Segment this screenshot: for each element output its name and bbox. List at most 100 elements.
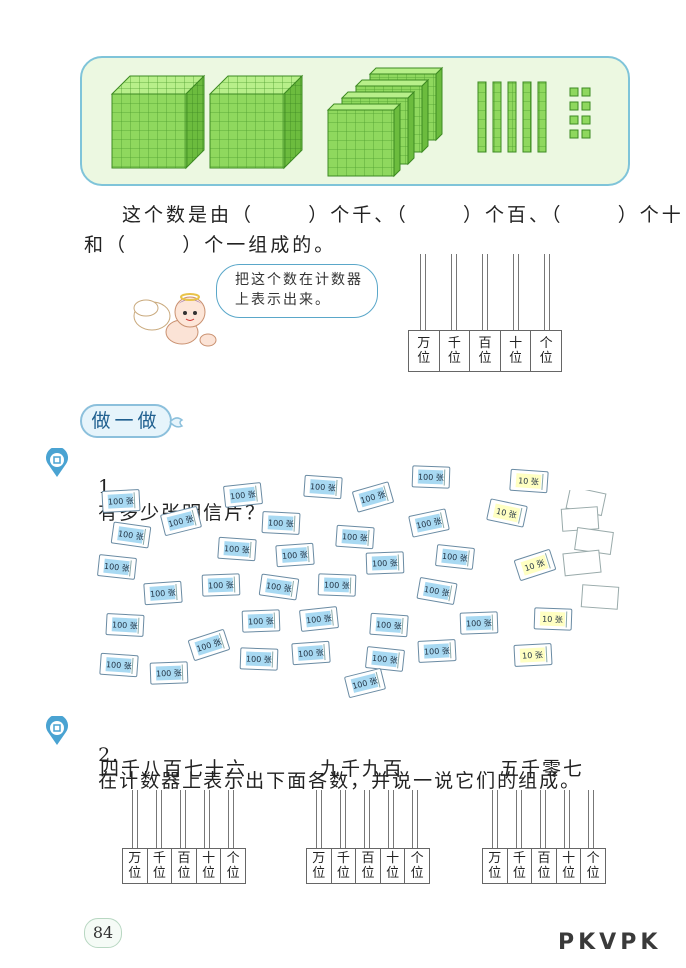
- bundle-100: 100 张: [99, 652, 139, 678]
- number-word-3: 五千零七: [500, 758, 585, 780]
- place-label-ones: 个位: [226, 851, 240, 881]
- location-pin-icon: [46, 448, 68, 477]
- place-label-thousands: 千位: [440, 331, 471, 371]
- place-label-tens: 十位: [557, 849, 582, 883]
- place-label-hundreds: 百位: [356, 849, 381, 883]
- place-value-counter-b: 万位 千位 百位 十位 个位: [306, 790, 430, 884]
- place-labels: 万位 千位 百位 十位 个位: [408, 330, 562, 372]
- bundle-100: 100 张: [411, 465, 451, 489]
- bundle-100: 100 张: [416, 576, 458, 606]
- thousand-cube: [208, 74, 304, 170]
- bundle-100: 100 张: [369, 612, 409, 638]
- bundle-100: 100 张: [298, 606, 340, 632]
- bundle-100: 100 张: [187, 628, 231, 662]
- counter-rod[interactable]: [388, 790, 394, 848]
- page-number: 84: [84, 918, 122, 948]
- bundle-100: 100 张: [364, 646, 406, 672]
- question-sentence-line1: 这个数是由（ ）个千、（ ）个百、（ ）个十: [122, 204, 684, 226]
- place-label-hundreds: 百位: [172, 849, 197, 883]
- bundle-100: 100 张: [222, 482, 264, 508]
- place-label-ten-thousands: 万位: [409, 331, 440, 371]
- bundle-100: 100 张: [275, 542, 315, 568]
- counter-rod[interactable]: [482, 254, 488, 330]
- counter-rod[interactable]: [513, 254, 519, 330]
- bundle-100: 100 张: [303, 474, 343, 500]
- question-2-text: 在计数器上表示出下面各数，并说一说它们的组成。: [98, 770, 582, 792]
- bundle-100: 100 张: [239, 647, 279, 671]
- place-value-counter-a: 万位 千位 百位 十位 个位: [122, 790, 246, 884]
- bundle-100: 100 张: [258, 573, 300, 601]
- bundle-100: 100 张: [96, 554, 138, 580]
- place-label-hundreds: 百位: [470, 331, 501, 371]
- bundle-100: 100 张: [291, 640, 331, 666]
- counter-rod[interactable]: [412, 790, 418, 848]
- place-labels: 万位 千位 百位 十位 个位: [306, 848, 430, 884]
- bundle-100: 100 张: [459, 611, 499, 635]
- speech-bubble-text: 把这个数在计数器上表示出来。: [235, 272, 363, 308]
- bundle-100: 100 张: [408, 508, 450, 538]
- watermark: PKVPK: [558, 930, 662, 955]
- bundle-100: 100 张: [317, 573, 357, 597]
- place-label-ten-thousands: 万位: [483, 849, 508, 883]
- banner-tail-icon: [169, 417, 184, 428]
- counter-rod[interactable]: [132, 790, 138, 848]
- place-label-hundreds: 百位: [532, 849, 557, 883]
- base-ten-blocks-panel: [80, 56, 630, 186]
- place-label-ten-thousands: 万位: [307, 849, 332, 883]
- postcard-bundles: 100 张 100 张 100 张 100 张 100 张 100 张 100 …: [90, 462, 630, 702]
- place-label-tens: 十位: [381, 849, 406, 883]
- place-label-ten-thousands: 万位: [123, 849, 148, 883]
- counter-rod[interactable]: [228, 790, 234, 848]
- loose-postcards: [560, 490, 620, 610]
- bundle-10: 10 张: [513, 643, 553, 667]
- bundle-100: 100 张: [143, 580, 183, 606]
- place-labels: 万位 千位 百位 十位 个位: [482, 848, 606, 884]
- counter-rod[interactable]: [340, 790, 346, 848]
- place-label-tens: 十位: [197, 849, 222, 883]
- counter-rod[interactable]: [364, 790, 370, 848]
- ten-rods: [477, 81, 547, 153]
- bundle-100: 100 张: [417, 639, 457, 663]
- location-pin-icon: [46, 716, 68, 745]
- number-word-2: 九千九百: [320, 758, 405, 780]
- counter-rod[interactable]: [588, 790, 594, 848]
- bundle-10: 10 张: [513, 548, 557, 582]
- counter-rod[interactable]: [451, 254, 457, 330]
- bundle-100: 100 张: [201, 573, 241, 597]
- speech-bubble: 把这个数在计数器上表示出来。: [216, 264, 378, 318]
- place-label-tens: 十位: [501, 331, 532, 371]
- cherub-illustration: [133, 293, 217, 347]
- counter-rod[interactable]: [420, 254, 426, 330]
- bundle-10: 10 张: [509, 468, 549, 494]
- question-2-number: 2.: [98, 744, 121, 766]
- place-label-ones: 个位: [539, 336, 553, 366]
- bundle-100: 100 张: [343, 667, 387, 699]
- number-word-1: 四千八百七十六: [100, 758, 248, 780]
- thousand-cube: [110, 74, 206, 170]
- counter-rod[interactable]: [492, 790, 498, 848]
- question-sentence-line2: 和（ ）个一组成的。: [84, 234, 337, 256]
- counter-rod[interactable]: [564, 790, 570, 848]
- bundle-100: 100 张: [241, 609, 281, 633]
- bundle-100: 100 张: [101, 489, 141, 513]
- counter-rod[interactable]: [516, 790, 522, 848]
- bundle-100: 100 张: [217, 536, 257, 562]
- place-value-counter-top: 万位 千位 百位 十位 个位: [408, 254, 562, 372]
- counter-rod[interactable]: [544, 254, 550, 330]
- bundle-100: 100 张: [434, 544, 476, 570]
- counter-rod[interactable]: [180, 790, 186, 848]
- counter-rod[interactable]: [540, 790, 546, 848]
- bundle-100: 100 张: [159, 505, 203, 537]
- counter-rod[interactable]: [156, 790, 162, 848]
- place-label-ones: 个位: [410, 851, 424, 881]
- bundle-100: 100 张: [261, 511, 301, 535]
- unit-cubes: [569, 87, 591, 139]
- bundle-100: 100 张: [335, 524, 375, 550]
- bundle-100: 100 张: [105, 613, 145, 637]
- bundle-100: 100 张: [149, 661, 189, 685]
- counter-rod[interactable]: [316, 790, 322, 848]
- counter-rod[interactable]: [204, 790, 210, 848]
- question-2: 2. 在计数器上表示出下面各数，并说一说它们的组成。: [82, 722, 581, 793]
- hundred-flats: [326, 66, 444, 178]
- place-label-thousands: 千位: [332, 849, 357, 883]
